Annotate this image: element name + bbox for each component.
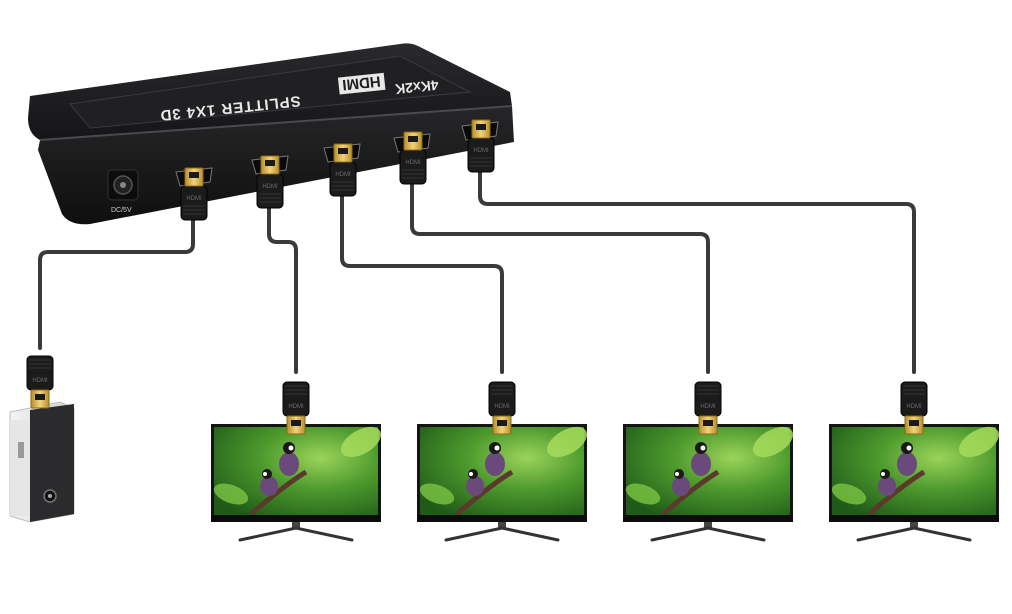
device-output-plug-2: HDMI	[329, 143, 357, 197]
display-2	[417, 424, 587, 542]
monitor-icon	[623, 424, 793, 542]
plug-label: HDMI	[32, 378, 48, 384]
display-3	[623, 424, 793, 542]
power-label: DC/5V	[111, 207, 132, 214]
source-computer	[9, 401, 75, 523]
display-1	[211, 424, 381, 542]
plug-label: HDMI	[494, 404, 510, 410]
output-displays	[211, 424, 999, 542]
output-cable-4	[478, 164, 916, 374]
monitor-icon	[211, 424, 381, 542]
output-cable-3	[410, 178, 710, 374]
plug-label: HDMI	[262, 184, 278, 190]
input-cable	[38, 216, 195, 350]
plug-label: HDMI	[186, 196, 202, 202]
desktop-computer-icon	[9, 401, 75, 523]
resolution-badge: 4Kx2K	[394, 77, 439, 97]
output-cable-1	[267, 202, 298, 374]
plug-label: HDMI	[405, 160, 421, 166]
plug-label: HDMI	[700, 404, 716, 410]
plug-label: HDMI	[906, 404, 922, 410]
power-jack: DC/5V	[107, 169, 139, 214]
display-plug-2: HDMI	[488, 381, 516, 435]
display-plug-3: HDMI	[694, 381, 722, 435]
endpoint-plugs: HDMI HDMI HDMI HDMI HDMI	[26, 355, 928, 435]
output-cable-2	[340, 192, 504, 374]
device-output-plug-3: HDMI	[399, 131, 427, 185]
monitor-icon	[829, 424, 999, 542]
device-input-plug: HDMI	[180, 167, 208, 221]
hdmi-logo: HDMI	[337, 72, 386, 95]
device-output-plug-4: HDMI	[467, 119, 495, 173]
device-plugs: HDMI HDMI HDMI HDMI HDMI	[180, 119, 495, 221]
source-plug: HDMI	[26, 355, 54, 409]
device-output-plug-1: HDMI	[256, 155, 284, 209]
hdmi-cables	[38, 164, 916, 374]
hdmi-logo-text: HDMI	[341, 72, 381, 93]
plug-label: HDMI	[473, 148, 489, 154]
plug-label: HDMI	[335, 172, 351, 178]
display-plug-4: HDMI	[900, 381, 928, 435]
monitor-icon	[417, 424, 587, 542]
plug-label: HDMI	[288, 404, 304, 410]
display-plug-1: HDMI	[282, 381, 310, 435]
display-4	[829, 424, 999, 542]
